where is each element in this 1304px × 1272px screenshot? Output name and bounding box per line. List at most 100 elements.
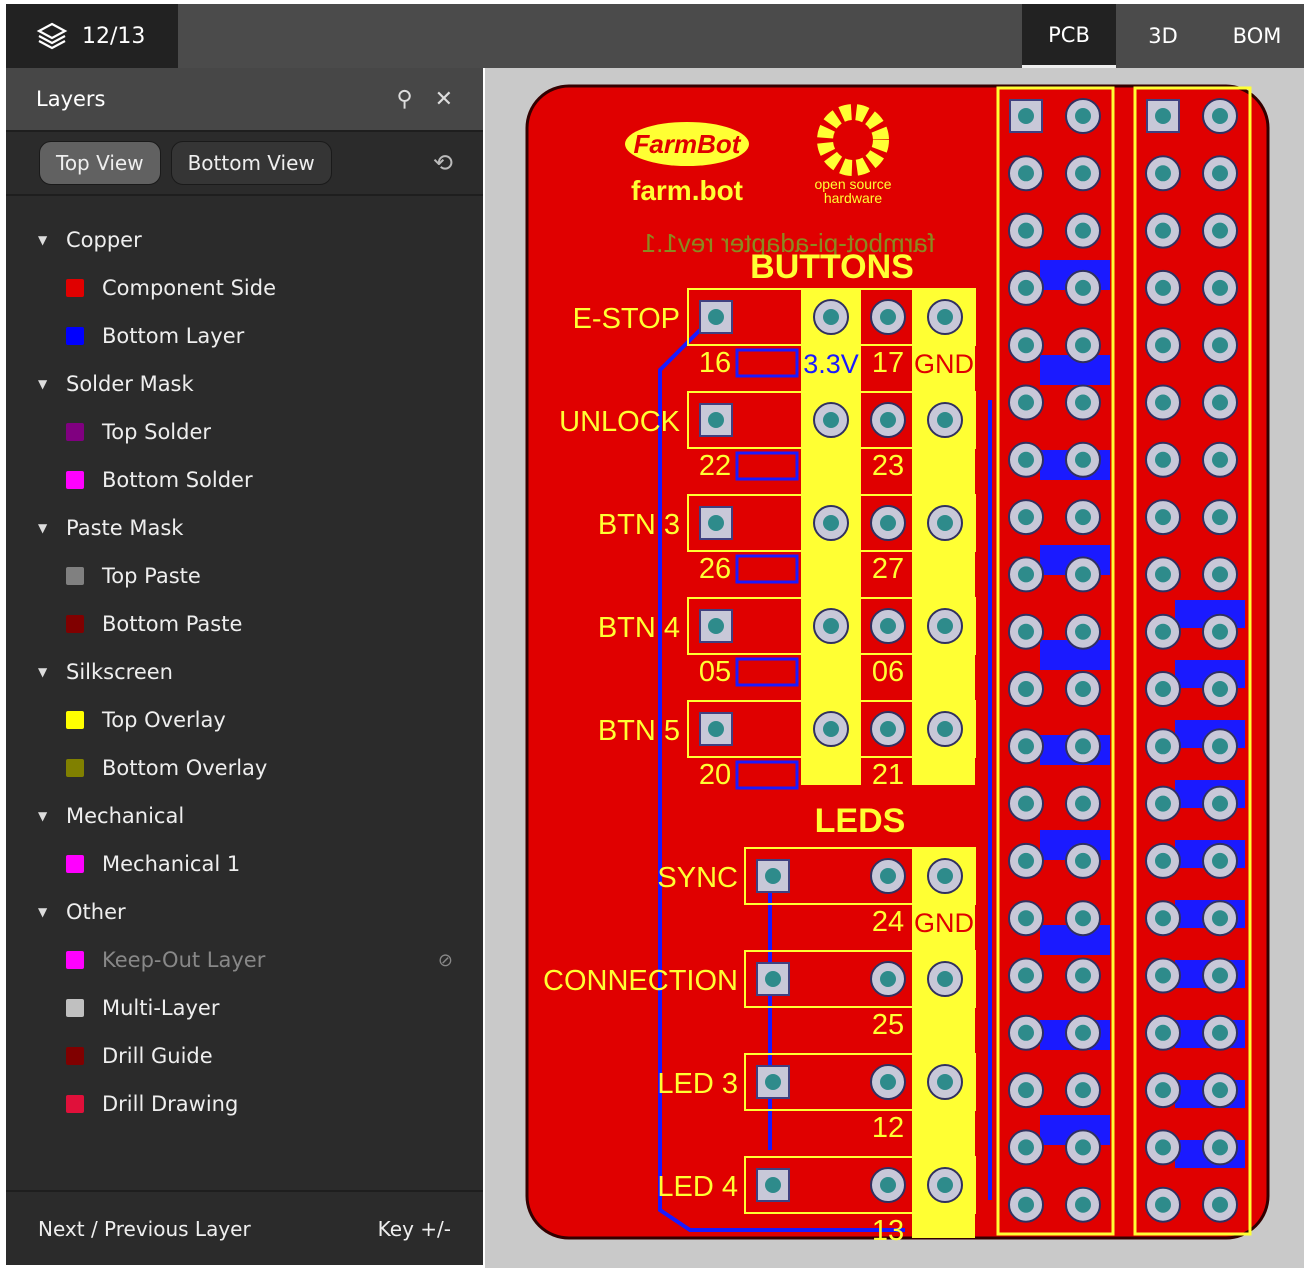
drill-hole [823,412,839,428]
pin-number: 05 [699,656,731,688]
drill-hole [1155,681,1171,697]
led-label: SYNC [657,862,738,894]
drill-hole [880,309,896,325]
layer-item-bottom-layer[interactable]: Bottom Layer [6,312,483,360]
layer-item-bottom-solder[interactable]: Bottom Solder [6,456,483,504]
layer-color-swatch [66,759,84,777]
drill-hole [1018,1139,1034,1156]
layer-item-keep-out-layer[interactable]: Keep-Out Layer⊘ [6,936,483,984]
bottom-view-button[interactable]: Bottom View [170,141,332,185]
caret-down-icon[interactable]: ▼ [38,809,48,823]
trace [658,328,905,1232]
caret-down-icon[interactable]: ▼ [38,665,48,679]
drill-hole [1075,165,1091,182]
drill-hole [937,515,953,531]
tab-3d[interactable]: 3D [1148,24,1178,48]
drill-hole [1018,795,1034,812]
drill-hole [1075,1024,1091,1041]
tab-pcb[interactable]: PCB [1022,4,1116,68]
caret-down-icon[interactable]: ▼ [38,905,48,919]
pin-number: 20 [699,759,731,791]
square-pad [699,506,733,540]
layer-item-mechanical-1[interactable]: Mechanical 1 [6,840,483,888]
layer-group-silkscreen[interactable]: ▼ Silkscreen [6,648,483,696]
drill-hole [1212,1082,1228,1099]
top-view-button[interactable]: Top View [39,141,161,185]
button-label: BTN 3 [598,509,680,541]
drill-hole [1155,910,1171,927]
led-label: LED 3 [657,1068,738,1100]
eye-off-icon[interactable]: ⊘ [437,949,453,971]
drill-hole [937,309,953,325]
layer-color-swatch [66,1047,84,1065]
pin-number: 25 [872,1009,904,1041]
label-gnd: GND [914,908,974,938]
drill-hole [708,618,724,634]
drill-hole [1075,681,1091,697]
layer-item-bottom-overlay[interactable]: Bottom Overlay [6,744,483,792]
led-footprint [744,950,976,1008]
drill-hole [1155,1024,1171,1041]
caret-down-icon[interactable]: ▼ [38,377,48,391]
drill-hole [1212,1139,1228,1156]
drill-hole [937,1177,953,1193]
layer-group-solder-mask[interactable]: ▼Solder Mask [6,360,483,408]
layer-color-swatch [66,327,84,345]
layers-panel: Layers ⚲ ✕ Top View Bottom View ⟲ ▼Coppe… [6,68,483,1265]
drill-hole [1075,451,1091,468]
layer-group-copper[interactable]: ▼Copper [6,216,483,264]
pin-number: 12 [872,1112,904,1144]
drill-hole [1018,509,1034,526]
close-icon[interactable]: ✕ [434,86,453,112]
drill-hole [1155,279,1171,296]
layer-label: Mechanical 1 [102,852,241,876]
drill-hole [1018,108,1034,124]
led-footprint [744,847,976,905]
drill-hole [1075,279,1091,296]
layer-item-top-paste[interactable]: Top Paste [6,552,483,600]
layer-item-drill-drawing[interactable]: Drill Drawing [6,1080,483,1128]
layer-group-other[interactable]: ▼ Other [6,888,483,936]
layer-color-swatch [66,279,84,297]
caret-down-icon[interactable]: ▼ [38,233,48,247]
group-label: Paste Mask [66,516,184,540]
tab-bom[interactable]: BOM [1232,24,1282,48]
layer-count-button[interactable]: 12/13 [6,4,178,68]
layer-item-top-solder[interactable]: Top Solder [6,408,483,456]
layer-count: 12/13 [82,23,146,49]
layer-group-paste-mask[interactable]: ▼ Paste Mask [6,504,483,552]
reset-history-icon[interactable]: ⟲ [432,149,453,177]
layer-color-swatch [66,711,84,729]
drill-hole [1155,1196,1171,1213]
pin-number: 13 [872,1215,904,1247]
layer-item-multi-layer[interactable]: Multi-Layer [6,984,483,1032]
layer-item-top-overlay[interactable]: Top Overlay [6,696,483,744]
drill-hole [1018,165,1034,182]
layer-group-mechanical[interactable]: ▼ Mechanical [6,792,483,840]
drill-hole [1155,337,1171,354]
group-label: Mechanical [66,804,185,828]
resistor-footprint [735,554,799,584]
group-label: Silkscreen [66,660,173,684]
button-label: BTN 5 [598,715,680,747]
pin-icon[interactable]: ⚲ [396,86,413,112]
drill-hole [937,971,953,987]
group-label: Other [66,900,126,924]
button-footprint [687,494,976,552]
resistor-footprint [735,657,799,687]
caret-down-icon[interactable]: ▼ [38,521,48,535]
drill-hole [880,1177,896,1193]
drill-hole [708,309,724,325]
resistor-footprint [735,348,799,378]
pin-number: 06 [872,656,904,688]
layer-label: Multi-Layer [102,996,220,1020]
layer-item-component-side[interactable]: Component Side [6,264,483,312]
label-3v3: 3.3V [803,349,859,379]
drill-hole [1075,910,1091,927]
layer-item-bottom-paste[interactable]: Bottom Paste [6,600,483,648]
layer-item-drill-guide[interactable]: Drill Guide [6,1032,483,1080]
drill-hole [1075,566,1091,583]
